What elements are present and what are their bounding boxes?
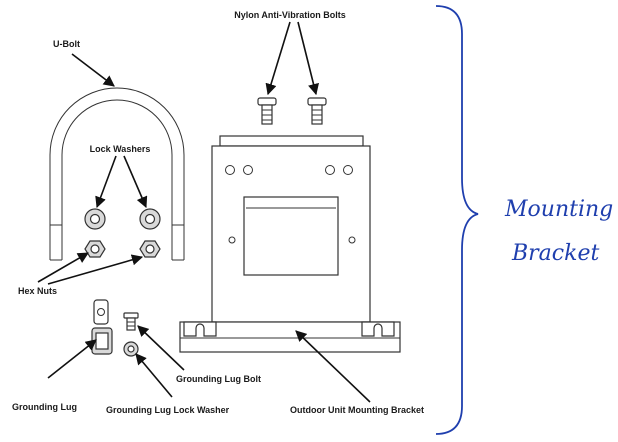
label-nylon-bolts: Nylon Anti-Vibration Bolts xyxy=(234,10,346,20)
label-grounding-lug-lock-washer: Grounding Lug Lock Washer xyxy=(106,405,230,415)
arrow-grounding-lug-lock-washer xyxy=(135,353,173,398)
arrow-mounting-bracket xyxy=(295,330,371,403)
arrow-grounding-lug xyxy=(47,339,97,379)
arrow-hex-nut-left xyxy=(37,252,89,283)
arrow-grounding-lug-bolt xyxy=(137,325,185,371)
label-hex-nuts: Hex Nuts xyxy=(18,286,57,296)
hex-nut-right xyxy=(139,240,161,258)
arrow-nylon-bolt-right xyxy=(297,21,319,96)
side-title-line1: Mounting xyxy=(504,197,613,222)
arrow-lock-washer-right xyxy=(123,155,148,209)
lock-washer-right xyxy=(139,208,161,230)
arrow-u-bolt xyxy=(71,53,115,87)
lock-washer-left xyxy=(84,208,106,230)
outdoor-unit-mounting-bracket xyxy=(179,135,401,353)
lock-washers xyxy=(84,208,161,230)
nylon-bolts xyxy=(257,97,327,125)
arrow-hex-nut-right xyxy=(47,254,144,285)
hex-nuts xyxy=(84,240,161,258)
arrow-nylon-bolt-left xyxy=(265,21,291,96)
label-u-bolt: U-Bolt xyxy=(53,39,80,49)
label-grounding-lug: Grounding Lug xyxy=(12,402,77,412)
nylon-bolt-right xyxy=(307,97,327,125)
side-title-line2: Bracket xyxy=(511,241,599,266)
label-outdoor-unit-mounting-bracket: Outdoor Unit Mounting Bracket xyxy=(290,405,424,415)
grounding-lug-lock-washer xyxy=(123,341,139,357)
grounding-lug xyxy=(91,299,113,355)
nylon-bolt-left xyxy=(257,97,277,125)
curly-brace xyxy=(435,5,479,435)
arrow-lock-washer-left xyxy=(95,155,117,209)
hex-nut-left xyxy=(84,240,106,258)
label-lock-washers: Lock Washers xyxy=(90,144,151,154)
label-grounding-lug-bolt: Grounding Lug Bolt xyxy=(176,374,261,384)
callout-arrows xyxy=(37,21,371,403)
grounding-lug-bolt xyxy=(123,312,139,331)
u-bolt xyxy=(49,87,185,261)
